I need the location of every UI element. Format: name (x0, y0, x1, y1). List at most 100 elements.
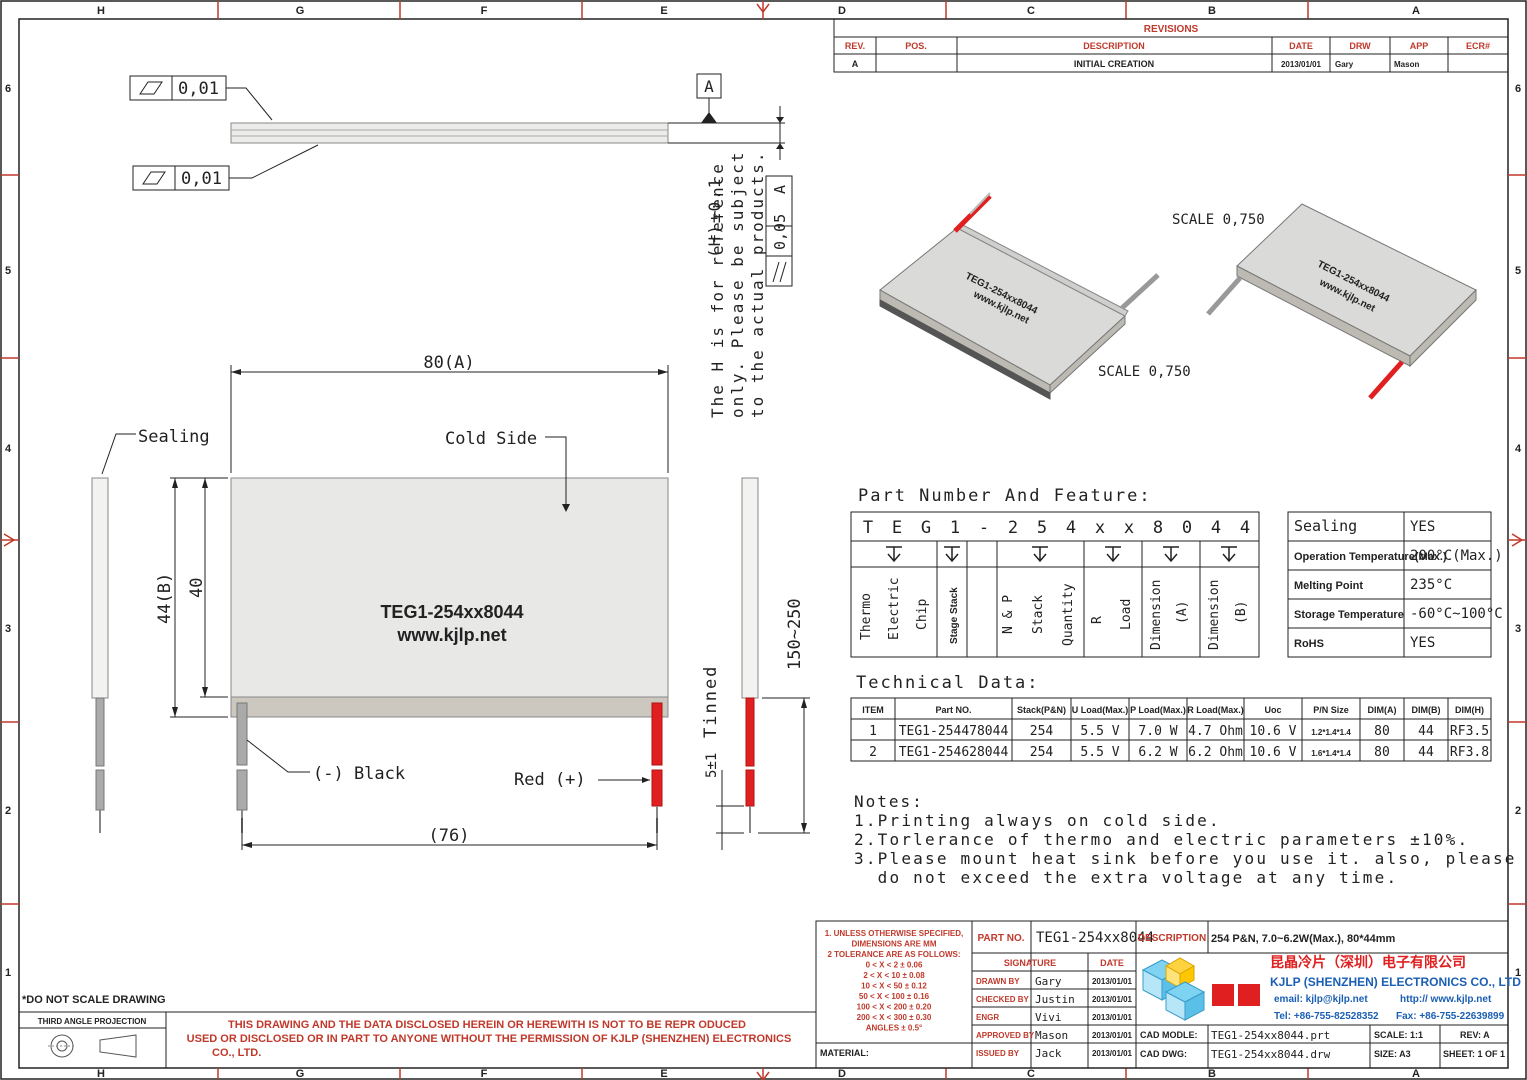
sheet-value: SHEET: 1 OF 1 (1443, 1049, 1505, 1059)
signature-role: DRAWN BY (976, 977, 1020, 986)
title-block: 1. UNLESS OTHERWISE SPECIFIED, DIMENSIONS… (19, 920, 1521, 1069)
tech-cell: 1.2*1.4*1.4 (1311, 728, 1351, 737)
tech-header: Part NO. (935, 705, 971, 715)
description-value: 254 P&N, 7.0~6.2W(Max.), 80*44mm (1211, 933, 1396, 945)
black-lead (236, 702, 248, 766)
tolerance-line: 200 < X < 300 ± 0.30 (857, 1013, 932, 1022)
part-number-char: E (892, 518, 902, 538)
dim-40-label: 40 (187, 578, 207, 598)
feature-value: YES (1410, 519, 1435, 535)
cad-dwg-value: TEG1-254xx8044.drw (1211, 1048, 1331, 1061)
h-dimension: (H)±0.1 (705, 177, 724, 258)
cad-dwg-label: CAD DWG: (1140, 1049, 1187, 1059)
row-label-left: 1 (5, 967, 11, 979)
tech-cell: 6.2 W (1138, 745, 1177, 760)
part-number-char: 5 (1037, 518, 1047, 538)
tech-cell: 2 (869, 745, 877, 760)
tinned-label: Tinned (701, 665, 721, 738)
tolerance-line: 2 < X < 10 ± 0.08 (863, 971, 925, 980)
tech-cell: 5.5 V (1080, 724, 1119, 739)
rev-header-app: APP (1410, 41, 1429, 51)
part-number-char: 4 (1211, 518, 1221, 538)
tolerance-line: 1. UNLESS OTHERWISE SPECIFIED, (825, 929, 964, 938)
part-no-label: PART NO. (977, 933, 1024, 944)
rev-cell-desc: INITIAL CREATION (1074, 59, 1154, 69)
parallelism-datum: A (771, 185, 789, 194)
down-arrow-icon (1221, 546, 1237, 563)
revisions-title: REVISIONS (1144, 24, 1199, 35)
row-label-left: 3 (5, 623, 11, 635)
flatness-icon (139, 81, 163, 95)
column-label-bottom: E (660, 1068, 667, 1080)
column-label-top: C (1027, 5, 1035, 17)
signature-date: 2013/01/01 (1092, 1031, 1133, 1040)
rev-cell-date: 2013/01/01 (1281, 60, 1322, 69)
cad-model-label: CAD MODLE: (1140, 1030, 1198, 1040)
note-3: 3.Please mount heat sink before you use … (854, 849, 1517, 868)
rev-header-date: DATE (1289, 41, 1313, 51)
feature-key: RoHS (1294, 638, 1324, 650)
tech-cell: 4.7 Ohm (1188, 724, 1243, 739)
h-note-1: The H is for reference (708, 162, 727, 418)
date-label: DATE (1100, 958, 1124, 968)
company-name-en: KJLP (SHENZHEN) ELECTRONICS CO., LTD (1270, 975, 1521, 989)
tech-header: P Load(Max.) (1130, 705, 1186, 715)
column-label-top: D (838, 5, 846, 17)
tech-cell: TEG1-254478044 (899, 724, 1009, 739)
tech-header: DIM(H) (1455, 705, 1484, 715)
signature-name: Gary (1035, 975, 1062, 988)
h-note-3: to the actual products. (748, 150, 767, 418)
rev-value: REV: A (1460, 1030, 1490, 1040)
part-number-char: - (979, 518, 989, 538)
row-label-left: 2 (5, 805, 11, 817)
part-number-char: 8 (1153, 518, 1163, 538)
tech-header: P/N Size (1313, 705, 1349, 715)
tech-cell: 80 (1374, 724, 1390, 739)
column-label-bottom: B (1208, 1068, 1216, 1080)
signature-name: Jack (1035, 1047, 1062, 1060)
flatness-icon-2 (142, 171, 166, 185)
part-number-char: 0 (1182, 518, 1192, 538)
feature-key: Operation Temperature(Max.) (1294, 551, 1447, 563)
revisions-table: REVISIONS REV. POS. DESCRIPTION DATE DRW… (833, 18, 1509, 73)
scale-value: SCALE: 1:1 (1374, 1030, 1423, 1040)
flatness-value-1: 0,01 (178, 79, 219, 99)
dim-b-label: 44(B) (155, 573, 175, 624)
centre-mark (756, 3, 770, 14)
tech-header: DIM(B) (1412, 705, 1441, 715)
sealing-label: Sealing (138, 427, 210, 447)
column-label-top: B (1208, 5, 1216, 17)
column-label-bottom: A (1412, 1068, 1420, 1080)
tech-cell: 254 (1030, 745, 1054, 760)
signature-date: 2013/01/01 (1092, 977, 1133, 986)
notes: Notes: 1.Printing always on cold side. 2… (854, 792, 1517, 887)
company-email: email: kjlp@kjlp.net (1274, 994, 1368, 1005)
iso-view-1: TEG1-254xx8044 www.kjlp.net (879, 192, 1160, 400)
row-label-right: 2 (1515, 805, 1521, 817)
tinned-dim-label: 5±1 (704, 753, 720, 778)
tolerance-line: DIMENSIONS ARE MM (851, 940, 936, 949)
datum-label: A (704, 77, 714, 96)
label-n-p: N & P (1001, 595, 1016, 634)
tech-header: Uoc (1264, 705, 1281, 715)
part-number-char: 2 (1008, 518, 1018, 538)
side-profile (230, 122, 669, 144)
label-r: R (1090, 616, 1105, 624)
tech-cell: 5.5 V (1080, 745, 1119, 760)
centre-mark (756, 1071, 770, 1080)
lead-length-label: 150~250 (785, 598, 805, 670)
column-label-top: G (296, 5, 305, 17)
cold-side-label: Cold Side (445, 429, 537, 449)
label-stack: Stack (1031, 595, 1046, 634)
feature-key: Melting Point (1294, 580, 1363, 592)
part-number-char: x (1124, 518, 1134, 538)
column-label-bottom: D (838, 1068, 846, 1080)
parallelism-value: 0,05 (771, 214, 789, 250)
front-view: 80(A) TEG1-254xx8044 www.kjlp.net Cold S… (91, 353, 810, 850)
rev-header-drw: DRW (1349, 41, 1371, 51)
down-arrow-icon (944, 546, 960, 563)
